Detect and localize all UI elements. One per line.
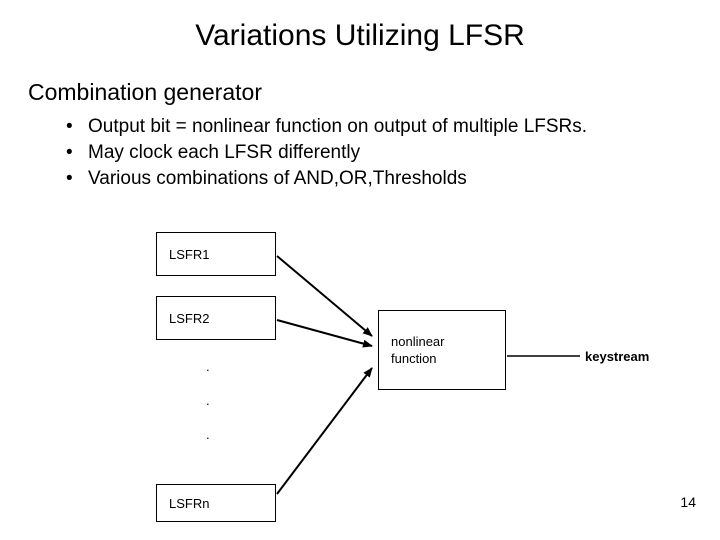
nonlinear-line-1: nonlinear: [391, 334, 445, 349]
box-lsfr2-label: LSFR2: [169, 310, 210, 326]
ellipsis-dot: .: [206, 359, 210, 374]
box-lsfr1-label: LSFR1: [169, 246, 210, 262]
page-number: 14: [680, 494, 696, 510]
ellipsis-dot: .: [206, 427, 210, 442]
section-heading: Combination generator: [28, 79, 262, 105]
nonlinear-line-2: function: [391, 351, 437, 366]
page-title: Variations Utilizing LFSR: [195, 19, 525, 52]
list-item-text: May clock each LFSR differently: [88, 142, 361, 163]
box-nonlinear-function-label: nonlinear function: [391, 333, 445, 367]
vertical-ellipsis: . . .: [206, 350, 226, 452]
list-item: • May clock each LFSR differently: [58, 140, 678, 166]
list-item: • Output bit = nonlinear function on out…: [58, 114, 678, 140]
ellipsis-dot: .: [206, 393, 210, 408]
bullet-marker-icon: •: [66, 168, 73, 189]
bullet-list: • Output bit = nonlinear function on out…: [58, 114, 678, 192]
list-item-text: Various combinations of AND,OR,Threshold…: [88, 168, 467, 189]
box-nonlinear-function: nonlinear function: [378, 310, 506, 390]
bullet-marker-icon: •: [66, 142, 73, 163]
keystream-label: keystream: [585, 349, 650, 364]
box-lsfrn-label: LSFRn: [169, 495, 210, 511]
list-item-text: Output bit = nonlinear function on outpu…: [88, 116, 588, 137]
box-lsfr2: LSFR2: [156, 296, 276, 340]
box-lsfr1: LSFR1: [156, 232, 276, 276]
box-lsfrn: LSFRn: [156, 484, 276, 522]
list-item: • Various combinations of AND,OR,Thresho…: [58, 166, 678, 192]
bullet-marker-icon: •: [66, 116, 73, 137]
